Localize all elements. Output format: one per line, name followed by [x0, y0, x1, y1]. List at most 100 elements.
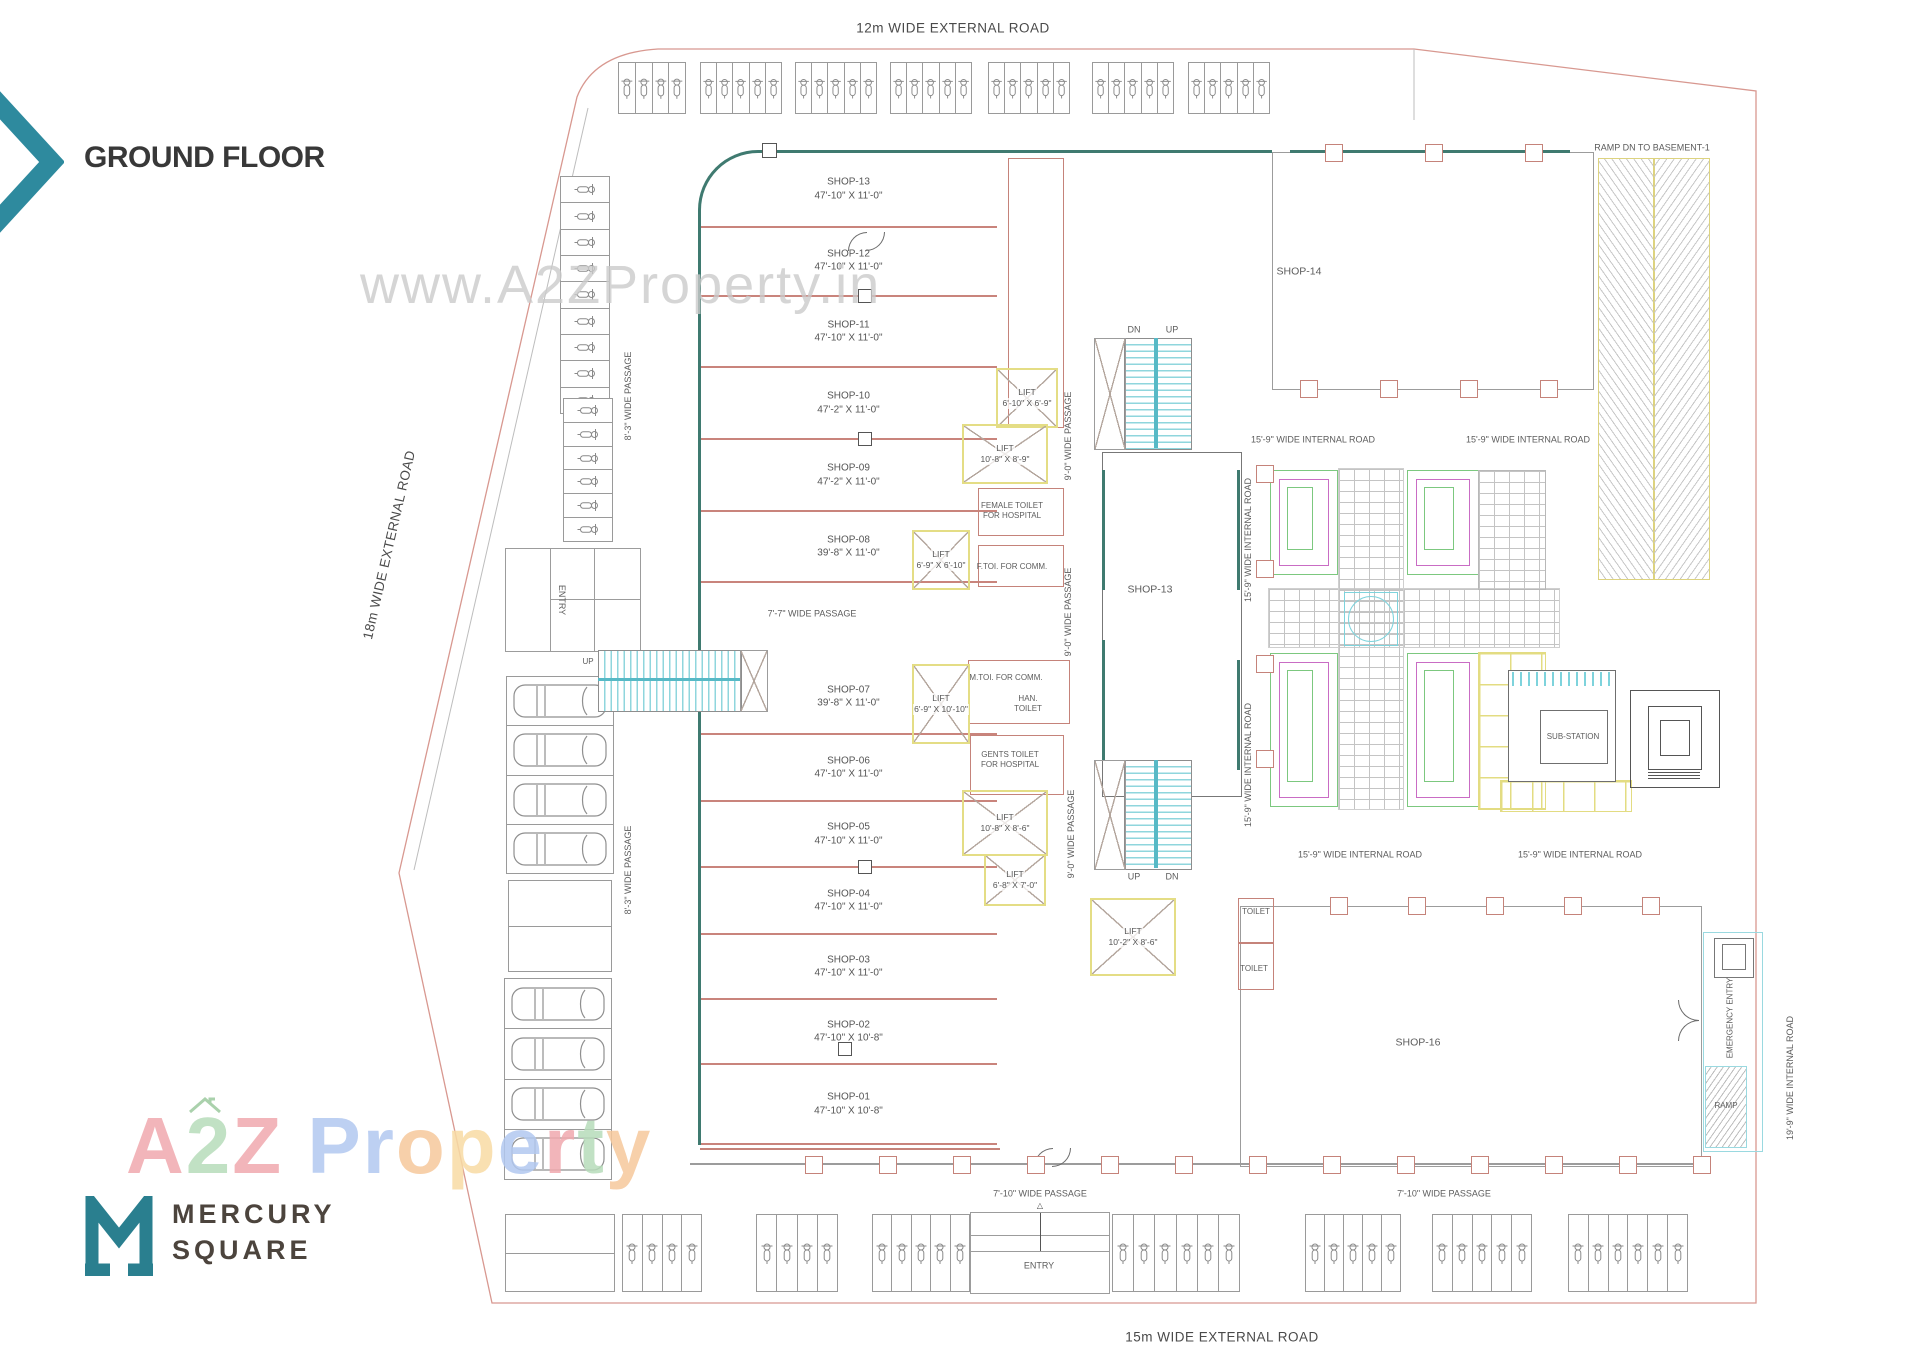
bike-icon	[577, 523, 598, 536]
bike-icon	[665, 1243, 678, 1264]
bike-icon	[760, 1243, 773, 1264]
pillar	[1300, 380, 1318, 398]
pillar	[1540, 380, 1558, 398]
parking-stall	[733, 63, 750, 113]
parking-stall	[682, 1215, 701, 1291]
bike-icon	[1385, 1243, 1397, 1264]
parking-stall	[505, 1080, 611, 1130]
bike-icon	[574, 183, 595, 196]
passage-label: 9'-0" WIDE PASSAGE	[1066, 789, 1076, 879]
bike-icon	[953, 1243, 966, 1264]
parking-stall	[1109, 63, 1126, 113]
shop-dims: 47'-10" X 11'-0"	[814, 768, 883, 780]
pillar	[1693, 1156, 1711, 1174]
pillar	[1175, 1156, 1193, 1174]
internal-road-label: 15'-9" WIDE INTERNAL ROAD	[1243, 702, 1253, 828]
entry-lane	[970, 1212, 1110, 1294]
pillar	[1101, 1156, 1119, 1174]
watermark-letter: Z	[232, 1101, 284, 1190]
plaza-center-feature	[1344, 592, 1398, 646]
pillar	[1642, 897, 1660, 915]
stair-up-label: UP	[1127, 871, 1141, 882]
parking-stall	[828, 63, 845, 113]
staircase-west	[598, 650, 742, 712]
passage-label: 8'-3" WIDE PASSAGE	[623, 825, 633, 915]
entry-label-left: ENTRY	[557, 584, 567, 616]
parking-stall	[892, 1215, 912, 1291]
shop-name: SHOP-11	[827, 319, 870, 330]
car-icon	[513, 733, 607, 767]
bike-icon	[892, 78, 905, 99]
staircase-north	[1124, 338, 1192, 450]
parking-stall	[663, 1215, 683, 1291]
parking-stall	[1648, 1215, 1669, 1291]
watermark-letter: r	[544, 1101, 578, 1190]
car-parking-block	[504, 978, 612, 1180]
parking-stall	[989, 63, 1006, 113]
pillar	[1249, 1156, 1267, 1174]
shop-dims: 39'-8" X 11'-0"	[817, 547, 880, 559]
pillar	[1256, 560, 1274, 578]
watermark-center: www.A2ZProperty.in	[360, 255, 882, 315]
watermark-letter: 2	[185, 1101, 233, 1190]
watermark-brand: A2Z Property	[126, 1097, 652, 1192]
shop-14-label: SHOP-14	[1276, 265, 1322, 278]
parking-stall	[940, 63, 956, 113]
bike-icon	[1436, 1243, 1449, 1264]
parking-stall	[1668, 1215, 1687, 1291]
car-icon	[513, 832, 607, 866]
bike-parking-row	[1305, 1214, 1401, 1292]
shop-dims: 47'-10" X 11'-0"	[814, 835, 883, 846]
parking-stall	[507, 776, 613, 825]
parking-stall	[1142, 63, 1158, 113]
bike-icon	[1222, 1243, 1235, 1264]
parking-stall	[1038, 63, 1054, 113]
parking-stall	[1325, 1215, 1344, 1291]
bike-icon	[577, 428, 598, 441]
staircase-south	[1124, 760, 1192, 870]
shop-dims: 47'-10" X 11'-0"	[814, 901, 883, 913]
parking-stall	[1569, 1215, 1589, 1291]
bike-icon	[1651, 1243, 1664, 1264]
passage-label: 7'-10" WIDE PASSAGE	[993, 1188, 1087, 1199]
bike-icon	[1055, 78, 1068, 99]
bike-icon	[1143, 78, 1155, 99]
bike-icon	[1023, 78, 1035, 99]
passage-label: 9'-0" WIDE PASSAGE	[1063, 567, 1073, 657]
car-icon	[513, 783, 607, 817]
parking-stall	[750, 63, 766, 113]
parking-stalls	[505, 1214, 615, 1292]
sub-station-label: SUB-STATION	[1546, 732, 1600, 741]
bike-icon	[1495, 1243, 1508, 1264]
bike-icon	[876, 1243, 889, 1264]
parking-stall	[1125, 63, 1142, 113]
shop-dims: 47'-10" X 11'-0"	[814, 332, 883, 344]
bike-parking-row	[890, 62, 972, 114]
pillar	[1564, 897, 1582, 915]
parking-stall	[561, 177, 609, 204]
parking-stall	[564, 423, 612, 447]
shop-name: SHOP-09	[827, 462, 870, 474]
parking-stall	[507, 726, 613, 776]
toilet-label: M.TOI. FOR COMM.	[969, 673, 1043, 682]
bike-icon	[821, 1243, 834, 1264]
parking-stall	[956, 63, 971, 113]
parking-stall	[766, 63, 781, 113]
bike-icon	[1309, 1243, 1321, 1264]
shop-dims: 47'-10" X 10'-8"	[814, 1105, 883, 1116]
stair-dn-label: DN	[1127, 324, 1141, 335]
bike-icon	[671, 78, 684, 99]
parking-stall	[561, 282, 609, 309]
pillar	[1486, 897, 1504, 915]
parking-stall	[1113, 1215, 1135, 1291]
shop-dims: 47'-2" X 11'-0"	[817, 404, 880, 415]
